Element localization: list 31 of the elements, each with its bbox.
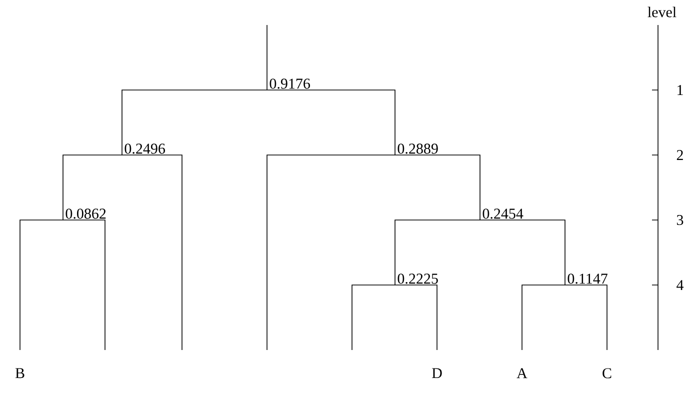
dendrogram-link: [20, 220, 64, 350]
dendrogram-link: [564, 284, 608, 350]
distance-label: 0.1147: [568, 274, 608, 284]
tick-label: 1: [678, 85, 683, 95]
leaf-label: C: [602, 368, 612, 378]
dendrogram-link: [266, 24, 268, 90]
dendrogram-link: [480, 220, 566, 286]
distance-label: 0.2889: [398, 144, 438, 154]
dendrogram-link: [122, 154, 182, 350]
distance-label: 0.2225: [398, 274, 438, 284]
dendrogram-link: [352, 284, 396, 350]
dendrogram-link: [522, 284, 566, 350]
dendrogram-link: [394, 154, 480, 220]
distance-label: 0.0862: [66, 208, 106, 219]
distance-label: 0.9176: [270, 78, 310, 89]
leaf-label: A: [516, 368, 528, 378]
dendrogram-link: [122, 90, 268, 156]
distance-label: 0.2496: [124, 144, 165, 154]
dendrogram-link: [394, 284, 438, 350]
dendrogram-link: [266, 90, 396, 156]
tick-label: 3: [676, 214, 684, 226]
tick-label: 4: [676, 280, 684, 290]
leaf-label: B: [15, 368, 24, 378]
dendrogram-link: [394, 220, 480, 286]
dendrogram-link: [62, 220, 106, 350]
dendrogram-link: [62, 154, 122, 220]
distance-label: 0.2454: [482, 208, 524, 219]
leaf-label: D: [432, 368, 442, 378]
tick-label: 2: [676, 150, 683, 160]
dendrogram-link: [266, 154, 396, 350]
axis-title: level: [648, 6, 676, 18]
